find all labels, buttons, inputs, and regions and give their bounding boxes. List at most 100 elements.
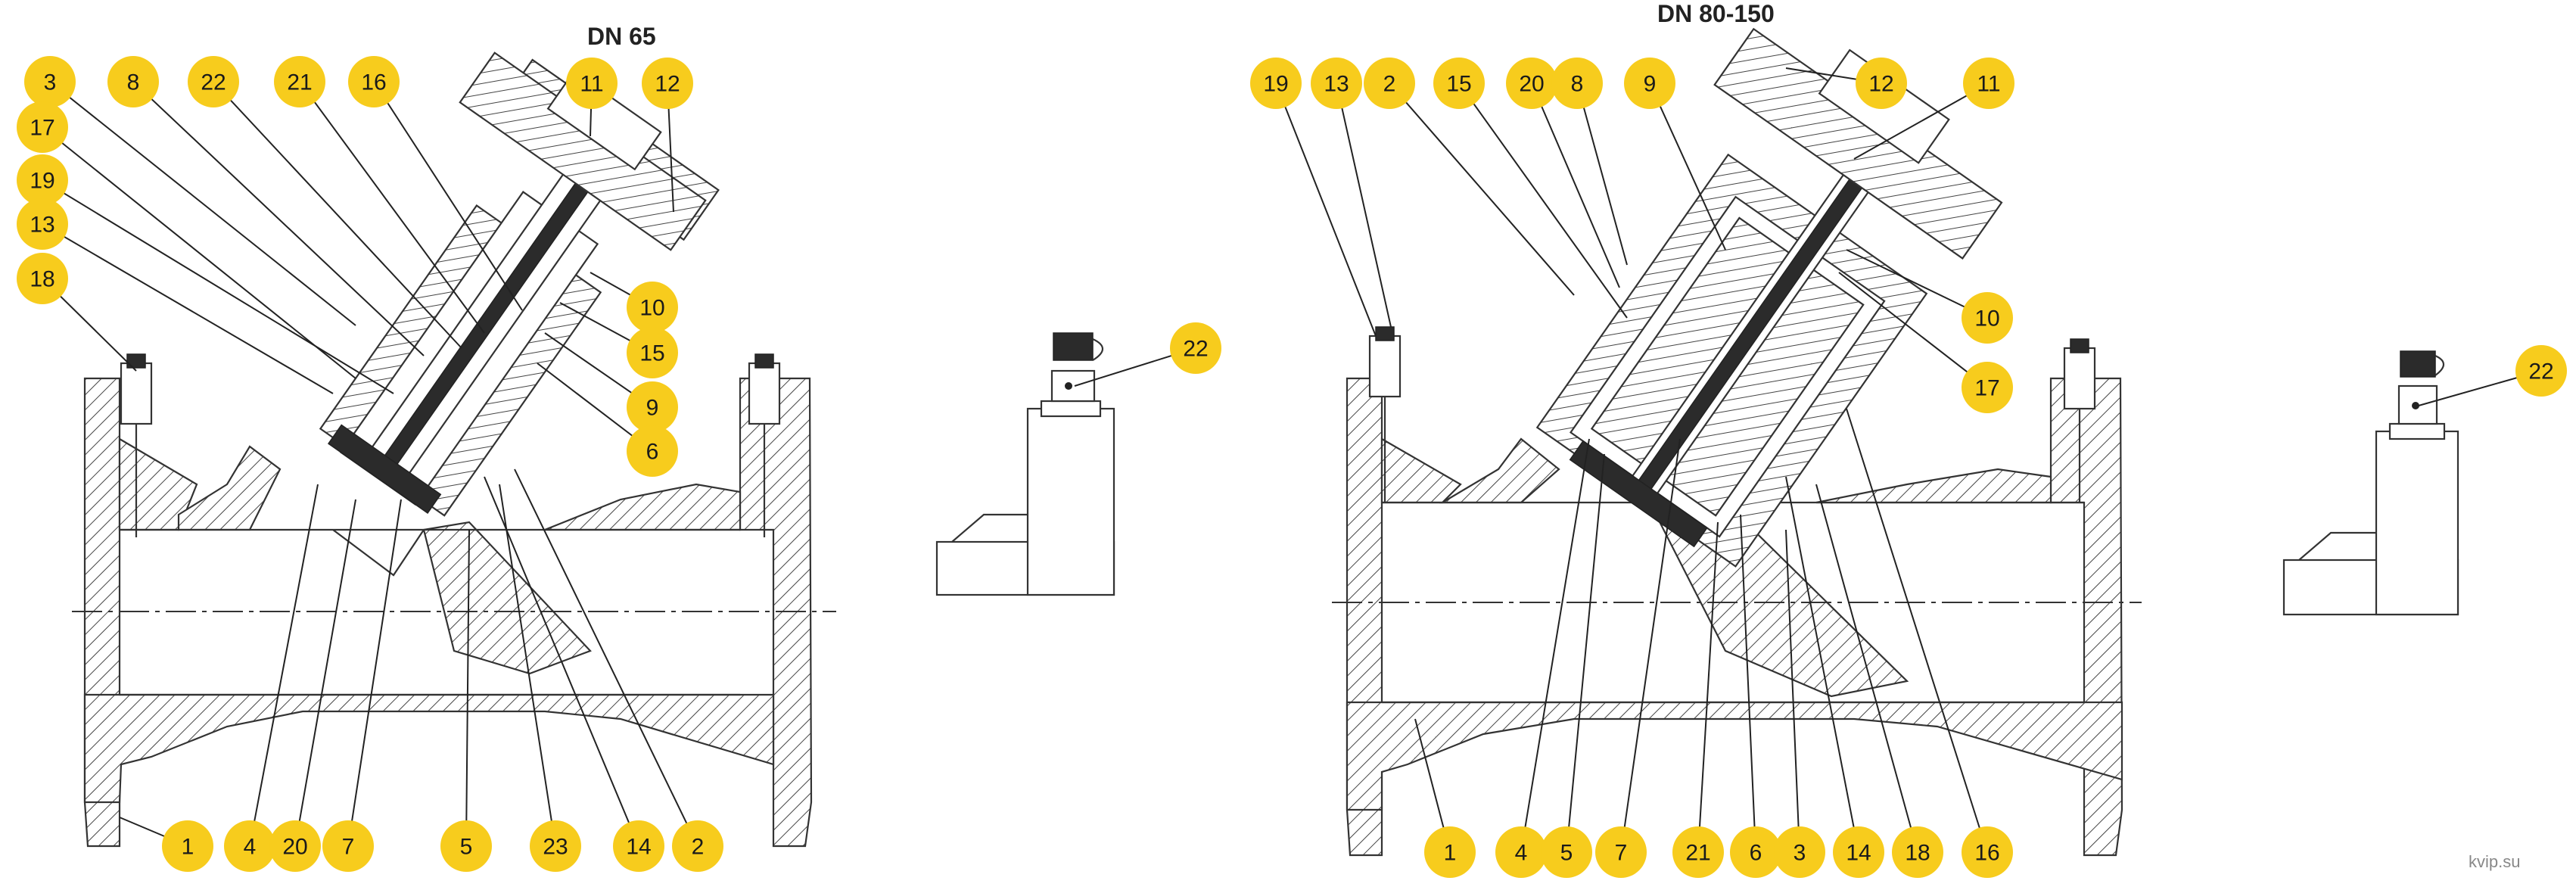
- leader-line-3: [1785, 529, 1800, 853]
- callout-number: 14: [1846, 841, 1871, 866]
- callout-number: 14: [626, 835, 651, 860]
- callout-circle: [269, 820, 321, 872]
- callout-19: 19: [17, 154, 68, 206]
- callout-10: 10: [627, 282, 678, 333]
- callout-circle: [642, 58, 693, 109]
- callout-7: 7: [1595, 826, 1647, 878]
- callout-18: 18: [17, 253, 68, 304]
- leader-line-20: [294, 499, 356, 847]
- leader-line-5: [1566, 453, 1605, 853]
- callout-8: 8: [107, 56, 159, 107]
- callout-number: 9: [646, 396, 659, 421]
- callout-15: 15: [627, 327, 678, 378]
- leader-line-14: [1785, 476, 1859, 853]
- callout-number: 10: [1974, 307, 1999, 331]
- leader-line-21: [1697, 521, 1719, 853]
- callout-12: 12: [642, 58, 693, 109]
- callout-number: 20: [282, 835, 307, 860]
- leader-line-7: [347, 499, 402, 847]
- callout-1: 1: [162, 820, 213, 872]
- callout-number: 10: [639, 296, 664, 321]
- callout-circle: [627, 425, 678, 477]
- callout-circle: [1962, 292, 2013, 344]
- leader-line-11: [1853, 82, 1990, 160]
- callout-number: 22: [2528, 359, 2553, 384]
- callout-circle: [107, 56, 159, 107]
- watermark: kvip.su: [2469, 852, 2521, 871]
- callout-number: 19: [1263, 72, 1288, 97]
- callout-4: 4: [224, 820, 275, 872]
- callout-18: 18: [1892, 826, 1943, 878]
- callout-circle: [1856, 58, 1907, 109]
- right-actuator-detail: [2282, 350, 2459, 616]
- callout-number: 9: [1644, 72, 1657, 97]
- callout-2: 2: [1364, 58, 1415, 109]
- callout-circle: [17, 101, 68, 153]
- callout-circle: [1424, 826, 1476, 878]
- left-title: DN 65: [587, 23, 656, 50]
- callout-23: 23: [530, 820, 581, 872]
- callout-circle: [1433, 58, 1485, 109]
- leader-line-21: [299, 81, 485, 334]
- leader-line-4: [1520, 438, 1590, 853]
- callout-number: 21: [1685, 841, 1710, 866]
- callout-11: 11: [1963, 58, 2014, 109]
- callout-circle: [1311, 58, 1362, 109]
- callout-10: 10: [1962, 292, 2013, 344]
- callout-circle: [530, 820, 581, 872]
- leader-line-8: [132, 81, 425, 356]
- callout-circle: [672, 820, 723, 872]
- callout-6: 6: [1730, 826, 1781, 878]
- callout-circle: [24, 56, 76, 107]
- leader-line-2: [1389, 82, 1575, 296]
- callout-11: 11: [566, 58, 618, 109]
- callout-6: 6: [627, 425, 678, 477]
- callout-16: 16: [1962, 826, 2013, 878]
- callout-number: 13: [30, 213, 54, 238]
- leader-line-4: [249, 484, 319, 847]
- callout-4: 4: [1495, 826, 1547, 878]
- callout-13: 13: [1311, 58, 1362, 109]
- callout-circle: [613, 820, 664, 872]
- callout-number: 22: [201, 70, 226, 95]
- callout-number: 7: [1615, 841, 1628, 866]
- leader-line-19: [1275, 82, 1377, 337]
- callout-number: 7: [342, 835, 355, 860]
- right-valve-body: [1332, 27, 2142, 857]
- callout-circle: [627, 381, 678, 433]
- callout-5: 5: [1541, 826, 1592, 878]
- leader-line-19: [42, 179, 394, 394]
- callout-7: 7: [322, 820, 374, 872]
- leader-line-5: [465, 529, 470, 847]
- callout-circle: [1672, 826, 1724, 878]
- callout-2: 2: [672, 820, 723, 872]
- callout-number: 4: [244, 835, 257, 860]
- callout-22: 22: [1170, 322, 1221, 374]
- callout-number: 19: [30, 169, 54, 194]
- callout-13: 13: [17, 198, 68, 250]
- callout-number: 5: [460, 835, 473, 860]
- callout-circle: [348, 56, 400, 107]
- callout-number: 2: [1383, 72, 1396, 97]
- callout-15: 15: [1433, 58, 1485, 109]
- callout-14: 14: [1833, 826, 1884, 878]
- callout-number: 15: [639, 341, 664, 366]
- callout-circle: [1551, 58, 1603, 109]
- leader-line-16: [373, 81, 523, 311]
- leader-line-2: [514, 468, 698, 847]
- callout-circle: [322, 820, 374, 872]
- callout-circle: [1595, 826, 1647, 878]
- callout-circle: [274, 56, 325, 107]
- callout-circle: [1495, 826, 1547, 878]
- callout-circle: [1624, 58, 1675, 109]
- callout-number: 22: [1183, 337, 1208, 362]
- callout-circle: [1774, 826, 1825, 878]
- callout-17: 17: [1962, 362, 2013, 413]
- leader-line-18: [1815, 484, 1918, 853]
- leader-line-3: [49, 81, 356, 326]
- callout-number: 12: [1868, 72, 1893, 97]
- callout-number: 17: [30, 116, 54, 141]
- callout-5: 5: [440, 820, 492, 872]
